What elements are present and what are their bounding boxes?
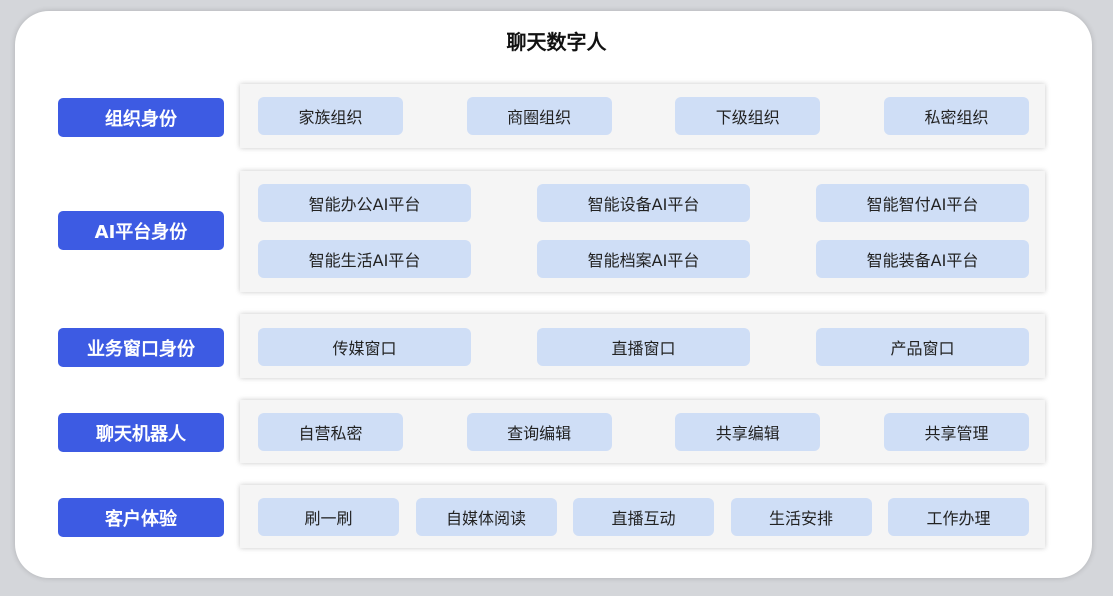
item-self-private: 自营私密 bbox=[258, 413, 403, 451]
item-private-org: 私密组织 bbox=[883, 97, 1029, 135]
item-smart-equipment-ai: 智能装备AI平台 bbox=[816, 240, 1029, 278]
item-smart-device-ai: 智能设备AI平台 bbox=[537, 184, 750, 222]
panel-ai-platform-identity: 智能办公AI平台 智能设备AI平台 智能智付AI平台 智能生活AI平台 智能档案… bbox=[240, 171, 1045, 292]
panel-chatbot: 自营私密 查询编辑 共享编辑 共享管理 bbox=[240, 400, 1045, 463]
item-shared-edit: 共享编辑 bbox=[675, 413, 821, 451]
row-label-chatbot: 聊天机器人 bbox=[58, 413, 224, 452]
item-smart-archive-ai: 智能档案AI平台 bbox=[537, 240, 750, 278]
diagram-title: 聊天数字人 bbox=[506, 30, 607, 54]
item-swipe: 刷一刷 bbox=[258, 498, 399, 536]
item-life-arrangement: 生活安排 bbox=[730, 498, 872, 536]
panel-customer-experience: 刷一刷 自媒体阅读 直播互动 生活安排 工作办理 bbox=[240, 485, 1045, 548]
item-business-district-org: 商圈组织 bbox=[466, 97, 612, 135]
item-smart-office-ai: 智能办公AI平台 bbox=[258, 184, 471, 222]
item-self-media-reading: 自媒体阅读 bbox=[415, 498, 557, 536]
item-media-window: 传媒窗口 bbox=[258, 328, 471, 366]
item-query-edit: 查询编辑 bbox=[466, 413, 612, 451]
panel-org-identity: 家族组织 商圈组织 下级组织 私密组织 bbox=[240, 84, 1045, 148]
item-smart-life-ai: 智能生活AI平台 bbox=[258, 240, 471, 278]
item-shared-manage: 共享管理 bbox=[883, 413, 1029, 451]
row-label-org-identity: 组织身份 bbox=[58, 98, 224, 137]
row-label-ai-platform-identity: AI平台身份 bbox=[58, 211, 224, 250]
item-subordinate-org: 下级组织 bbox=[675, 97, 821, 135]
item-smart-payment-ai: 智能智付AI平台 bbox=[816, 184, 1029, 222]
item-live-window: 直播窗口 bbox=[537, 328, 750, 366]
item-work-handling: 工作办理 bbox=[888, 498, 1029, 536]
panel-business-window-identity: 传媒窗口 直播窗口 产品窗口 bbox=[240, 314, 1045, 378]
item-live-interaction: 直播互动 bbox=[573, 498, 714, 536]
row-label-customer-experience: 客户体验 bbox=[58, 498, 224, 537]
item-family-org: 家族组织 bbox=[258, 97, 403, 135]
item-product-window: 产品窗口 bbox=[816, 328, 1029, 366]
row-label-business-window-identity: 业务窗口身份 bbox=[58, 328, 224, 367]
